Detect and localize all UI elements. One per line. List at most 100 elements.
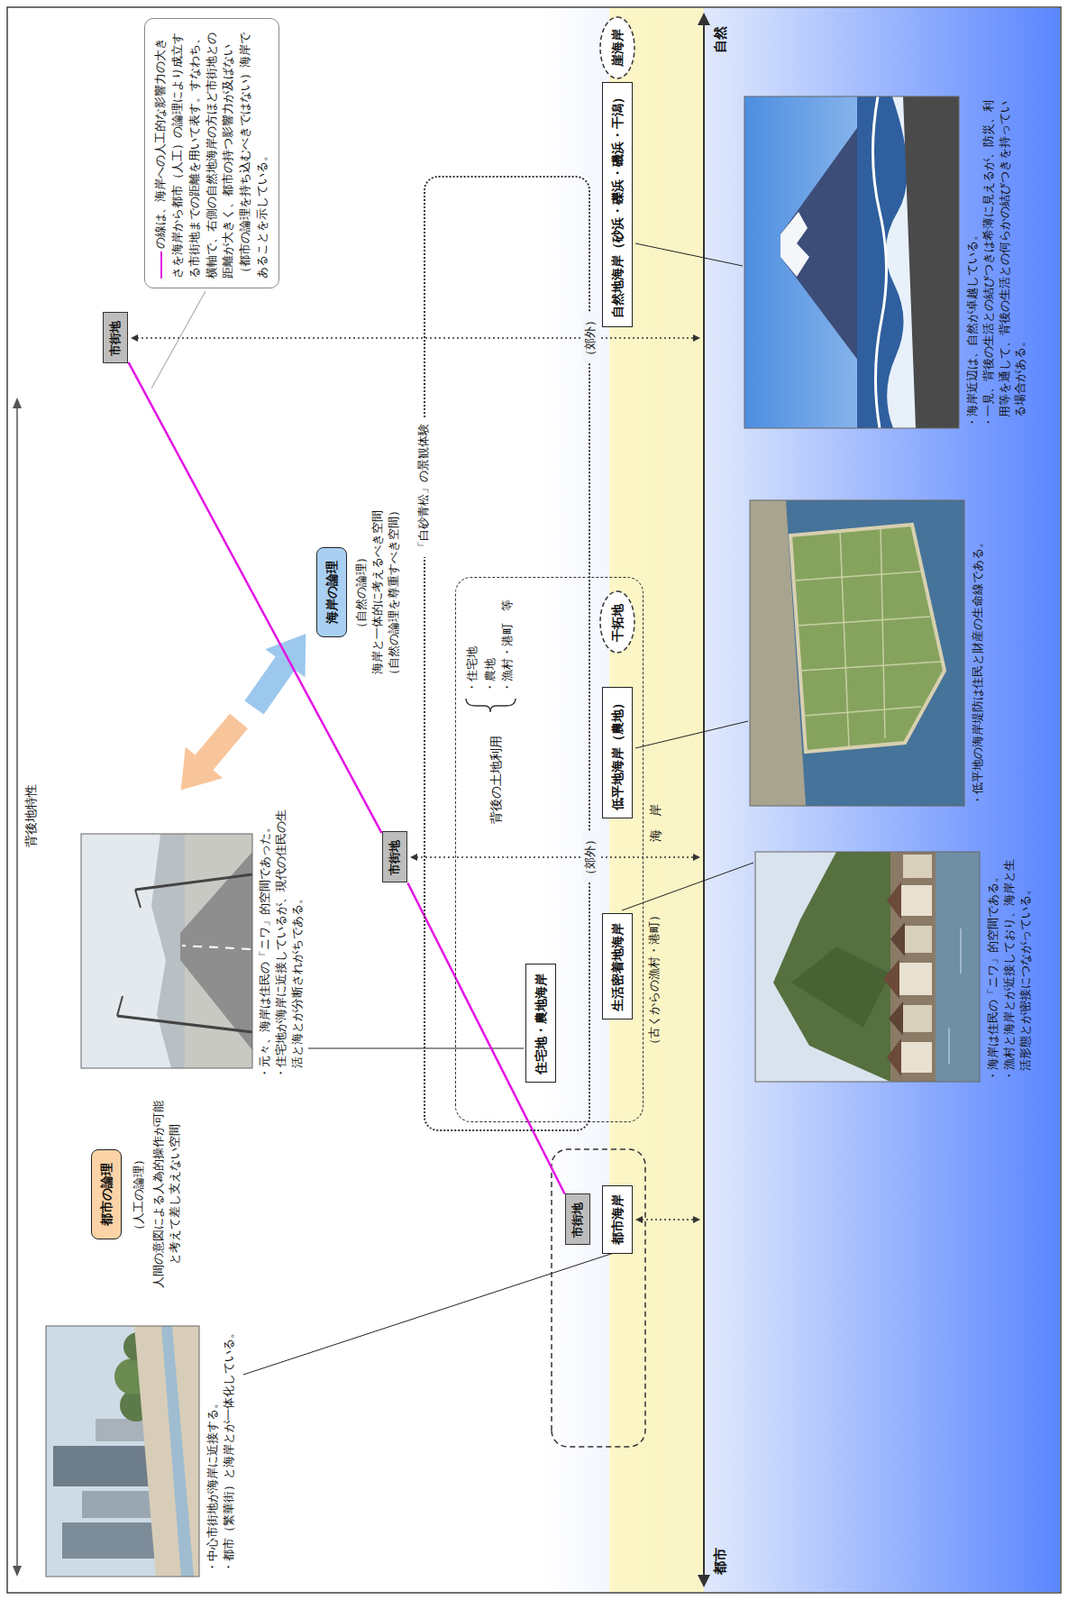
suburb-label: （郊外） xyxy=(582,831,599,883)
land-use-group: 背後の土地利用 ・住宅地 ・農地 ・漁村・港町 等住宅地・農地海岸 生活密着地海岸 低… xyxy=(455,576,644,1123)
photo xyxy=(81,833,253,1068)
photo xyxy=(839,529,849,748)
group-text: 「白砂青松」の景観体験 xyxy=(415,419,432,557)
photo xyxy=(135,889,141,908)
leader-line xyxy=(635,243,743,266)
node-text: 都市海岸 xyxy=(609,1194,626,1245)
photo xyxy=(744,96,959,429)
photo xyxy=(62,1522,157,1559)
photo xyxy=(182,945,251,950)
photo xyxy=(897,962,932,995)
photo xyxy=(797,616,931,626)
node-text: 生活密着地海岸 xyxy=(609,922,626,1012)
photo xyxy=(901,1004,932,1032)
photo xyxy=(948,1027,950,1064)
dotted-arrow xyxy=(416,856,694,858)
photo xyxy=(134,1325,200,1577)
group-text: ・住宅地 ・農地 ・漁村・港町 等 xyxy=(463,580,517,694)
photo xyxy=(791,946,891,1028)
logic-box: 都市の論理 xyxy=(91,1149,122,1240)
photo xyxy=(81,833,253,1068)
photo xyxy=(45,1325,200,1577)
dotted-arrow xyxy=(410,853,418,861)
photo xyxy=(749,500,965,806)
photo xyxy=(899,885,932,916)
legend-row: の線は、海岸への人工的な影響力の大きさを海岸から都市（人工）の論理により成立する… xyxy=(152,27,272,279)
photo-caption: ・低平地の海岸堤防は住民と財産の生命線である。 xyxy=(969,499,986,806)
axis-title: 背後地特性 xyxy=(22,784,40,848)
photo xyxy=(803,706,922,716)
dotted-arrow xyxy=(693,1215,701,1224)
sea-ground xyxy=(540,8,1060,1592)
group-text: 背後の土地利用 xyxy=(487,735,505,824)
coast-type-box: 都市海岸 xyxy=(602,1185,633,1254)
photo xyxy=(744,96,959,429)
photo xyxy=(903,854,932,878)
photo xyxy=(888,1001,904,1036)
coast-type-box: 生活密着地海岸 xyxy=(602,913,633,1021)
logic-note: （人工の論理） xyxy=(130,1153,147,1236)
photo xyxy=(899,1041,932,1073)
photo xyxy=(151,833,185,1068)
hinterland-arrow xyxy=(16,406,19,1568)
block-arrow xyxy=(162,705,258,806)
dotted-arrow xyxy=(130,334,701,1224)
axis-arrow xyxy=(697,1574,711,1588)
node-text: 都市の論理 xyxy=(98,1162,115,1226)
photo xyxy=(903,925,932,953)
node-text: 住宅地・農地海岸 xyxy=(532,973,549,1075)
photo xyxy=(883,958,900,999)
node-text: 自然地海岸（砂浜・礫浜・磯浜・干潟） xyxy=(609,91,626,319)
leader-line xyxy=(243,1251,617,1375)
axis-arrow xyxy=(697,12,711,26)
dotted-arrow xyxy=(693,334,701,342)
photo xyxy=(959,928,962,974)
photo xyxy=(744,96,959,429)
photo xyxy=(117,995,123,1016)
note-leader xyxy=(151,291,206,389)
photo-caption: ・漁村と海岸とが近接しており、海岸と生活形態とが密接につながっている。 xyxy=(1001,848,1033,1082)
leader-line xyxy=(635,721,749,749)
suburb-label: （郊外） xyxy=(582,312,599,364)
dotted-arrow xyxy=(641,1218,694,1220)
leader-line xyxy=(243,243,754,1375)
hinterland-arrow xyxy=(12,397,22,1577)
coast-type-box: 住宅地・農地海岸 xyxy=(525,964,557,1084)
photo xyxy=(872,96,886,429)
node-text: 低平地海岸（農地） xyxy=(609,696,626,811)
block-arrow xyxy=(162,620,326,806)
photo xyxy=(82,1490,157,1518)
coast-type-box: 低平地海岸（農地） xyxy=(602,687,633,820)
coast-label: 海 岸 xyxy=(647,803,665,842)
photo xyxy=(773,851,909,1082)
dotted-arrow xyxy=(635,1215,643,1224)
node-text: 干拓地 xyxy=(609,603,626,642)
axis-end-label: 都市 xyxy=(711,1547,730,1575)
photo xyxy=(45,1325,200,1577)
photo xyxy=(780,211,810,277)
photo xyxy=(749,500,965,806)
photo xyxy=(886,1038,902,1077)
photo xyxy=(45,1325,200,1577)
node-text: 海岸の論理 xyxy=(323,560,340,624)
legend-line-sample xyxy=(160,251,163,279)
city-box: 市街地 xyxy=(102,312,129,365)
oval-outline xyxy=(600,17,635,79)
coast-type-box: 自然地海岸（砂浜・礫浜・磯浜・干潟） xyxy=(602,82,633,328)
photo xyxy=(749,500,965,806)
influence-line xyxy=(407,883,565,1195)
photo xyxy=(755,851,980,1082)
photo xyxy=(53,1445,157,1487)
node-text: 崖海岸 xyxy=(609,28,626,67)
dotted-arrow xyxy=(130,334,138,342)
photo xyxy=(755,851,980,1082)
brace xyxy=(465,698,516,712)
hinterland-arrow xyxy=(12,1565,22,1577)
hinterland-arrow xyxy=(12,397,22,409)
photo-caption: ・海岸近辺は、自然が卓越している。 xyxy=(964,92,981,429)
photo xyxy=(135,874,253,890)
photo xyxy=(880,527,886,739)
legend-text: の線は、海岸への人工的な影響力の大きさを海岸から都市（人工）の論理により成立する… xyxy=(153,32,269,279)
photo xyxy=(935,851,980,1082)
